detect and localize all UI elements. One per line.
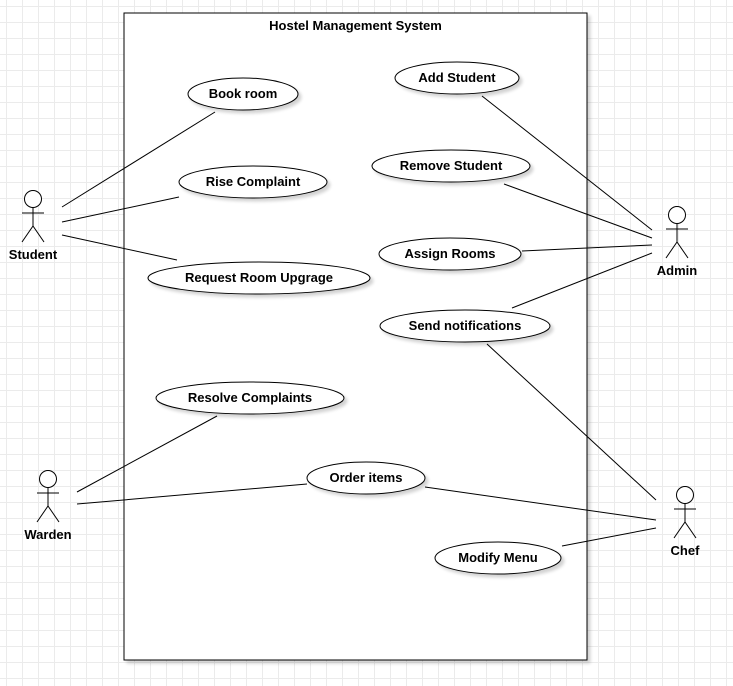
stick-figure-icon	[36, 470, 60, 523]
use-case-request-room-upgrage[interactable]: Request Room Upgrage	[147, 261, 371, 295]
association-chef-send-notifications[interactable]	[486, 343, 657, 501]
actor-chef[interactable]: Chef	[671, 486, 701, 559]
use-case-rise-complaint[interactable]: Rise Complaint	[178, 165, 328, 199]
association-chef-order-items[interactable]	[424, 486, 657, 521]
actor-student[interactable]: Student	[9, 190, 58, 263]
use-case-order-items[interactable]: Order items	[306, 461, 426, 495]
use-case-label: Rise Complaint	[206, 174, 301, 189]
stick-figure-icon	[673, 486, 697, 539]
use-case-resolve-complaints[interactable]: Resolve Complaints	[155, 381, 345, 415]
association-admin-assign-rooms[interactable]	[521, 244, 653, 252]
use-case-label: Add Student	[418, 70, 496, 85]
use-case-label: Assign Rooms	[404, 246, 495, 261]
actor-label: Student	[9, 247, 58, 262]
actor-label: Admin	[657, 263, 698, 278]
use-case-add-student[interactable]: Add Student	[394, 61, 520, 95]
stick-figure-icon	[665, 206, 689, 259]
use-case-label: Modify Menu	[458, 550, 537, 565]
stick-figure-icon	[21, 190, 45, 243]
actor-admin[interactable]: Admin	[657, 206, 698, 279]
use-case-label: Order items	[330, 470, 403, 485]
association-warden-resolve-complaints[interactable]	[76, 415, 218, 493]
association-admin-remove-student[interactable]	[503, 183, 653, 239]
use-case-label: Book room	[209, 86, 278, 101]
use-case-label: Send notifications	[409, 318, 522, 333]
use-case-send-notifications[interactable]: Send notifications	[379, 309, 551, 343]
association-student-book-room[interactable]	[61, 111, 216, 208]
actor-warden[interactable]: Warden	[24, 470, 72, 543]
association-student-rise-complaint[interactable]	[61, 196, 180, 223]
association-chef-modify-menu[interactable]	[561, 527, 657, 547]
use-case-label: Remove Student	[400, 158, 503, 173]
use-case-modify-menu[interactable]: Modify Menu	[434, 541, 562, 575]
use-case-remove-student[interactable]: Remove Student	[371, 149, 531, 183]
association-warden-order-items[interactable]	[76, 483, 308, 505]
actor-label: Warden	[24, 527, 71, 542]
associations	[61, 95, 657, 547]
association-admin-add-student[interactable]	[481, 95, 653, 231]
system-title: Hostel Management System	[269, 18, 442, 33]
association-student-request-room-upgrage[interactable]	[61, 234, 178, 261]
use-case-label: Request Room Upgrage	[185, 270, 333, 285]
association-admin-send-notifications[interactable]	[511, 252, 653, 309]
use-case-assign-rooms[interactable]: Assign Rooms	[378, 237, 522, 271]
use-case-label: Resolve Complaints	[188, 390, 312, 405]
actor-label: Chef	[671, 543, 701, 558]
use-case-book-room[interactable]: Book room	[187, 77, 299, 111]
